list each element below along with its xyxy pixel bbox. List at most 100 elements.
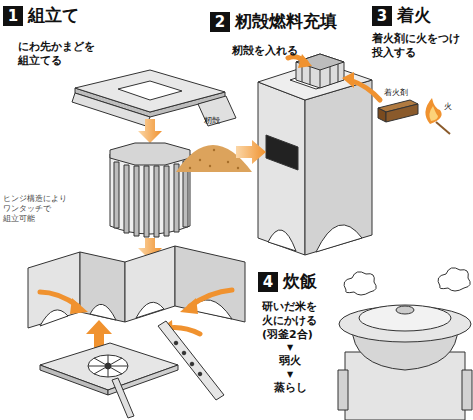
rice-husk-pile: [237, 167, 239, 169]
flow-arrow-head: [298, 54, 312, 68]
step-heading: 2籾殻燃料充填: [210, 10, 337, 33]
step-title: 着火: [397, 4, 431, 27]
side-panels: [175, 246, 245, 322]
top-plate: [198, 96, 236, 126]
flow-arrow: [350, 80, 380, 100]
top-plate: [118, 81, 182, 100]
grate-basket: [144, 166, 149, 237]
flame: [425, 98, 441, 124]
grate-basket: [110, 143, 190, 165]
stove: [316, 225, 362, 252]
step-title: 籾殻燃料充填: [235, 10, 337, 33]
poker-rod: [190, 362, 194, 366]
poker-rod: [174, 341, 178, 345]
rice-husk-pile: [213, 149, 215, 151]
annotation-label: 蒸らし: [270, 381, 310, 395]
cooking-stove: [338, 370, 348, 410]
grate-basket: [110, 154, 190, 234]
step-title: 組立て: [28, 4, 79, 27]
annotation-label: 籾殻を入れる: [232, 44, 298, 58]
stove: [258, 82, 305, 255]
side-panels: [90, 304, 116, 320]
side-panels: [125, 246, 175, 322]
motion-arrow: [40, 290, 232, 334]
igniter-block: [378, 108, 386, 122]
grate-basket: [174, 164, 179, 232]
cooking-stove: [462, 370, 472, 410]
annotation-label: 籾殻: [204, 116, 220, 126]
step-heading: 4炊飯: [258, 270, 317, 293]
grate-basket: [164, 166, 169, 236]
steam: [344, 272, 376, 295]
stove-basket: [296, 54, 344, 88]
grate-basket: [134, 166, 139, 236]
flame: [436, 122, 450, 134]
rice-husk-pile: [209, 165, 211, 167]
step-number: 4: [258, 272, 278, 292]
poker-rod: [182, 351, 186, 355]
rice-pot: [396, 306, 414, 314]
bottom-plate: [112, 378, 134, 418]
annotation-label: ▼: [270, 370, 310, 380]
flow-arrow: [236, 140, 266, 164]
stove: [268, 230, 296, 251]
rice-pot: [359, 305, 451, 331]
annotation-label: 着火剤に火をつけ 投入する: [372, 32, 460, 60]
step-number: 3: [372, 6, 392, 26]
flame: [429, 106, 438, 121]
rice-pot: [339, 306, 471, 342]
grate-basket: [124, 165, 129, 233]
steam: [438, 268, 470, 291]
annotation-label: 弱火: [270, 354, 310, 368]
annotation-label: にわ先かまどを 組立てる: [18, 40, 95, 68]
step-number: 2: [210, 12, 230, 32]
step-heading: 1組立て: [3, 4, 79, 27]
motion-arrow-head: [180, 298, 198, 314]
stove-basket: [296, 54, 344, 88]
side-panels: [28, 252, 80, 328]
grate-basket: [110, 143, 190, 237]
rice-husk-pile: [199, 159, 201, 161]
stove: [258, 62, 372, 255]
grate-basket: [114, 162, 119, 228]
annotation-label: ヒンジ構造により ワンタッチで 組立可能: [3, 194, 67, 224]
bottom-plate: [94, 358, 122, 374]
igniter-block: [378, 100, 418, 122]
side-panels: [28, 246, 245, 328]
igniter-block: [386, 104, 418, 122]
flow-arrow-head: [342, 72, 354, 88]
poker-rod: [158, 321, 224, 400]
annotation-label: 火: [444, 102, 452, 112]
flow-arrow-head: [298, 54, 354, 88]
stove: [305, 80, 372, 255]
rice-husk-pile: [189, 167, 191, 169]
step-title: 炊飯: [283, 270, 317, 293]
bottom-plate: [88, 355, 128, 377]
steam: [344, 268, 470, 295]
bottom-plate: [40, 343, 178, 418]
poker-rod: [158, 321, 224, 400]
grate-basket: [154, 166, 159, 237]
rice-pot: [339, 305, 471, 370]
bottom-plate: [40, 343, 178, 390]
side-panels: [40, 310, 68, 326]
flow-arrow: [236, 140, 266, 164]
stove: [266, 135, 298, 170]
top-plate: [72, 93, 150, 126]
step-number: 1: [3, 6, 23, 26]
top-plate: [72, 70, 236, 126]
step-heading: 3着火: [372, 4, 431, 27]
poker-rod: [198, 372, 202, 376]
stove-basket: [296, 54, 344, 70]
side-panels: [136, 302, 164, 318]
annotation-label: 着火剤: [384, 88, 408, 98]
annotation-label: 研いだ米を 火にかける (羽釜2合): [262, 300, 317, 341]
rice-husk-pile: [227, 161, 229, 163]
motion-arrow-head: [70, 298, 88, 314]
annotation-label: ▼: [270, 343, 310, 353]
assembly-arrow: [138, 119, 162, 143]
bottom-plate: [105, 363, 111, 369]
